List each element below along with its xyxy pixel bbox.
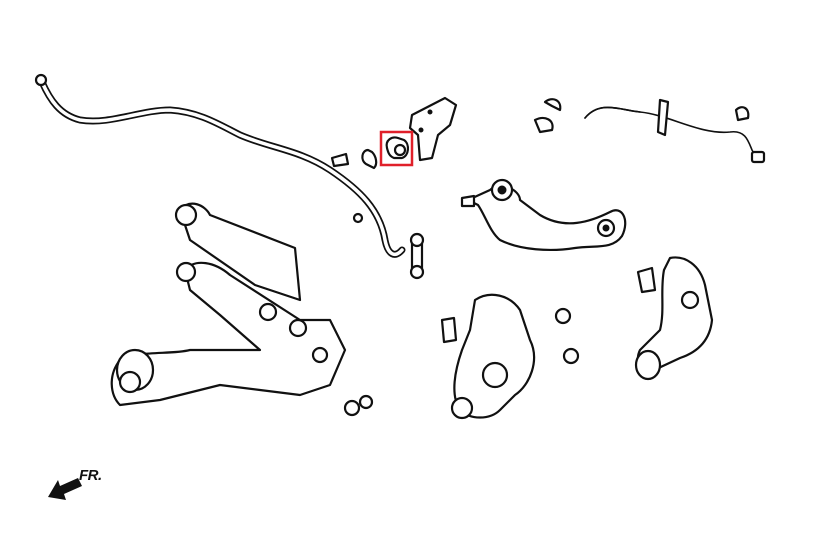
sway-bar — [34, 73, 406, 258]
knuckle-left — [450, 293, 535, 420]
abs-sensor-harness — [533, 98, 766, 164]
upper-control-arm — [460, 178, 627, 252]
knuckle-right — [634, 256, 714, 381]
end-link — [352, 212, 425, 280]
sway-bar-bracket — [408, 96, 458, 162]
sway-bar-bushing — [330, 136, 409, 170]
front-direction-label: FR. — [79, 467, 102, 484]
small-bushings — [343, 266, 657, 417]
arrow-left-down-icon — [48, 478, 82, 500]
highlight-box — [379, 130, 414, 167]
trailing-arm — [110, 202, 347, 407]
